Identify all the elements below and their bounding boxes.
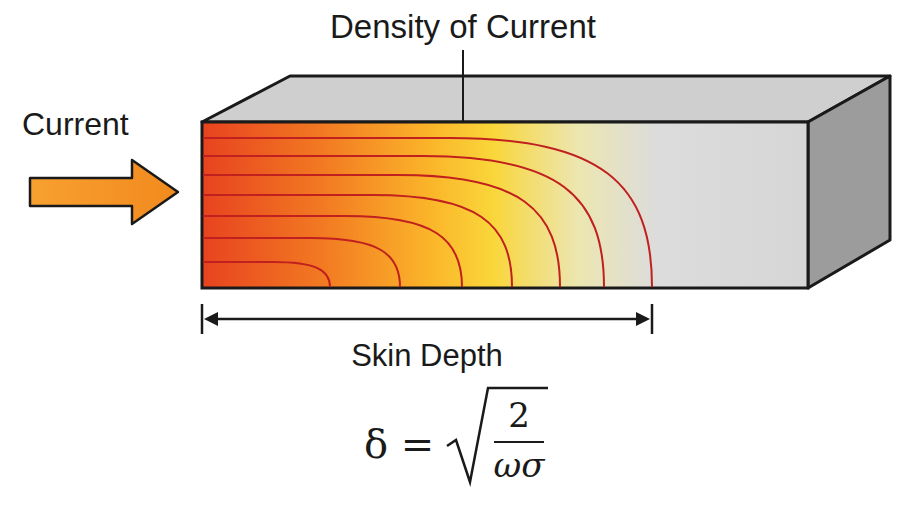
- contour-line: [203, 195, 512, 287]
- contour-line: [203, 238, 400, 287]
- leader-line: [462, 50, 464, 122]
- contour-line: [203, 175, 560, 287]
- bar-front-face: [202, 122, 808, 288]
- contour-line: [203, 216, 462, 287]
- current-density-contours: [203, 138, 652, 287]
- sqrt-sign: [447, 388, 548, 482]
- fraction-bar: [494, 441, 544, 443]
- contour-line: [203, 262, 330, 287]
- formula-numerator: 2: [508, 398, 530, 432]
- formula-lhs: δ =: [364, 424, 434, 464]
- skin-depth-label: Skin Depth: [351, 340, 503, 371]
- bar-end-face: [808, 76, 890, 288]
- current-arrow: [30, 160, 178, 224]
- skin-depth-dimension: [202, 304, 652, 334]
- formula-denominator: ωσ: [494, 448, 545, 482]
- bar-top-face: [202, 76, 890, 122]
- current-label: Current: [22, 108, 129, 140]
- contour-line: [203, 156, 604, 287]
- title-label: Density of Current: [330, 10, 596, 43]
- contour-line: [203, 138, 652, 287]
